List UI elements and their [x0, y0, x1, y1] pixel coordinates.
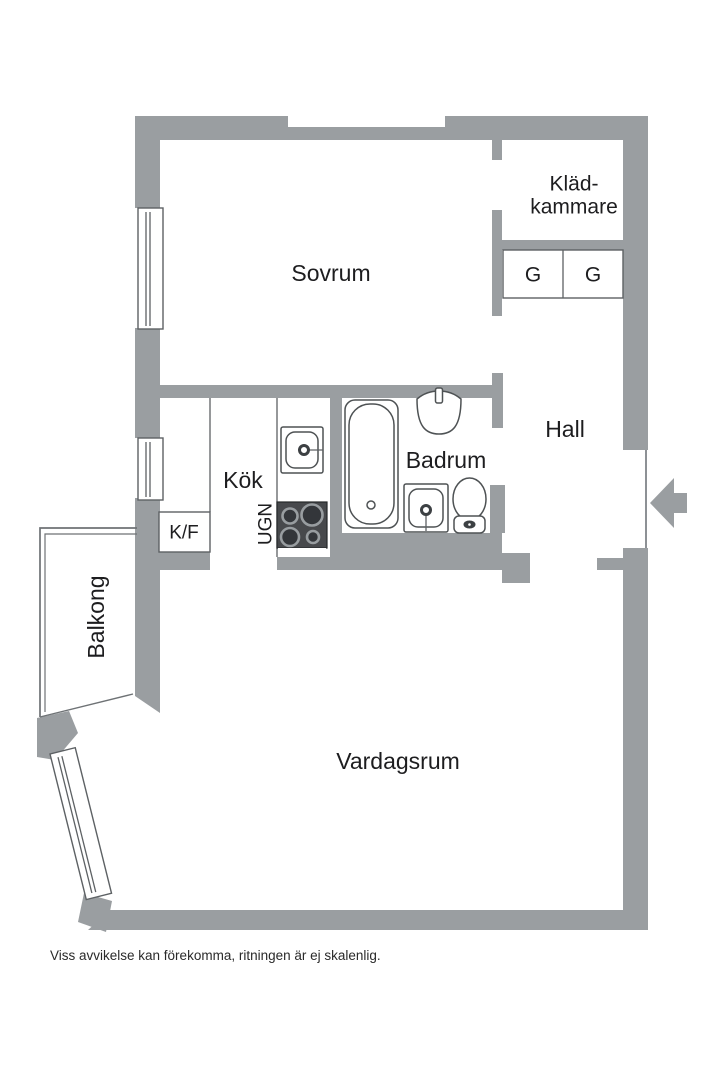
wardrobe-boxes [502, 249, 624, 299]
wall-kladkammare-bottom [502, 240, 623, 250]
wall-kok-badrum-divider [330, 398, 342, 558]
wall-balcony-corner-chunk [37, 711, 78, 760]
window-kok [137, 437, 164, 501]
bathroom-sink-icon [403, 483, 449, 533]
toilet-icon [452, 477, 487, 534]
room-label-vardagsrum: Vardagsrum [336, 748, 460, 774]
wall-step-piece [502, 553, 530, 583]
wall-kok-bottom [277, 557, 502, 570]
wall-right-stub [597, 558, 623, 570]
closet-label-right: G [585, 264, 601, 287]
bathtub-icon [344, 399, 399, 529]
walls [37, 116, 648, 932]
wall-kladkammare-left [492, 210, 502, 316]
wall-hall-t-piece [492, 373, 503, 428]
room-label-badrum: Badrum [406, 447, 487, 473]
wall-diagonal-chunk-lower [78, 893, 112, 932]
fridge-freezer-box [158, 511, 211, 553]
balcony-railing [39, 527, 137, 718]
room-label-balkong: Balkong [83, 575, 109, 658]
wall-left-upper [135, 140, 160, 208]
label-ugn: UGN [256, 503, 277, 545]
wall-badrum-right [490, 485, 505, 533]
room-label-sovrum: Sovrum [291, 260, 370, 286]
wall-right-lower [623, 548, 648, 930]
room-label-hall: Hall [545, 416, 585, 442]
wall-bottom [88, 910, 648, 930]
room-label-kladkammare-line2: kammare [530, 196, 618, 219]
wall-top [135, 116, 648, 140]
wall-right-upper [623, 116, 648, 450]
wall-left-lower [135, 498, 160, 713]
footer-disclaimer: Viss avvikelse kan förekomma, ritningen … [50, 948, 381, 963]
room-label-kladkammare-line1: Kläd- [549, 173, 598, 196]
stove-icon [276, 501, 328, 557]
window-sovrum [137, 207, 164, 330]
label-kf: K/F [169, 523, 199, 544]
washbasin-icon [416, 387, 462, 435]
kitchen-sink-icon [280, 426, 324, 474]
window-diagonal [49, 746, 113, 901]
room-label-kok: Kök [223, 467, 263, 493]
entrance-arrow-icon [650, 478, 687, 528]
wall-sovrum-bottom [158, 385, 497, 398]
wall-left-mid [135, 328, 160, 438]
closet-label-left: G [525, 264, 541, 287]
wall-kf-bottom [157, 552, 210, 570]
wall-kladkammare-stub [492, 140, 502, 160]
